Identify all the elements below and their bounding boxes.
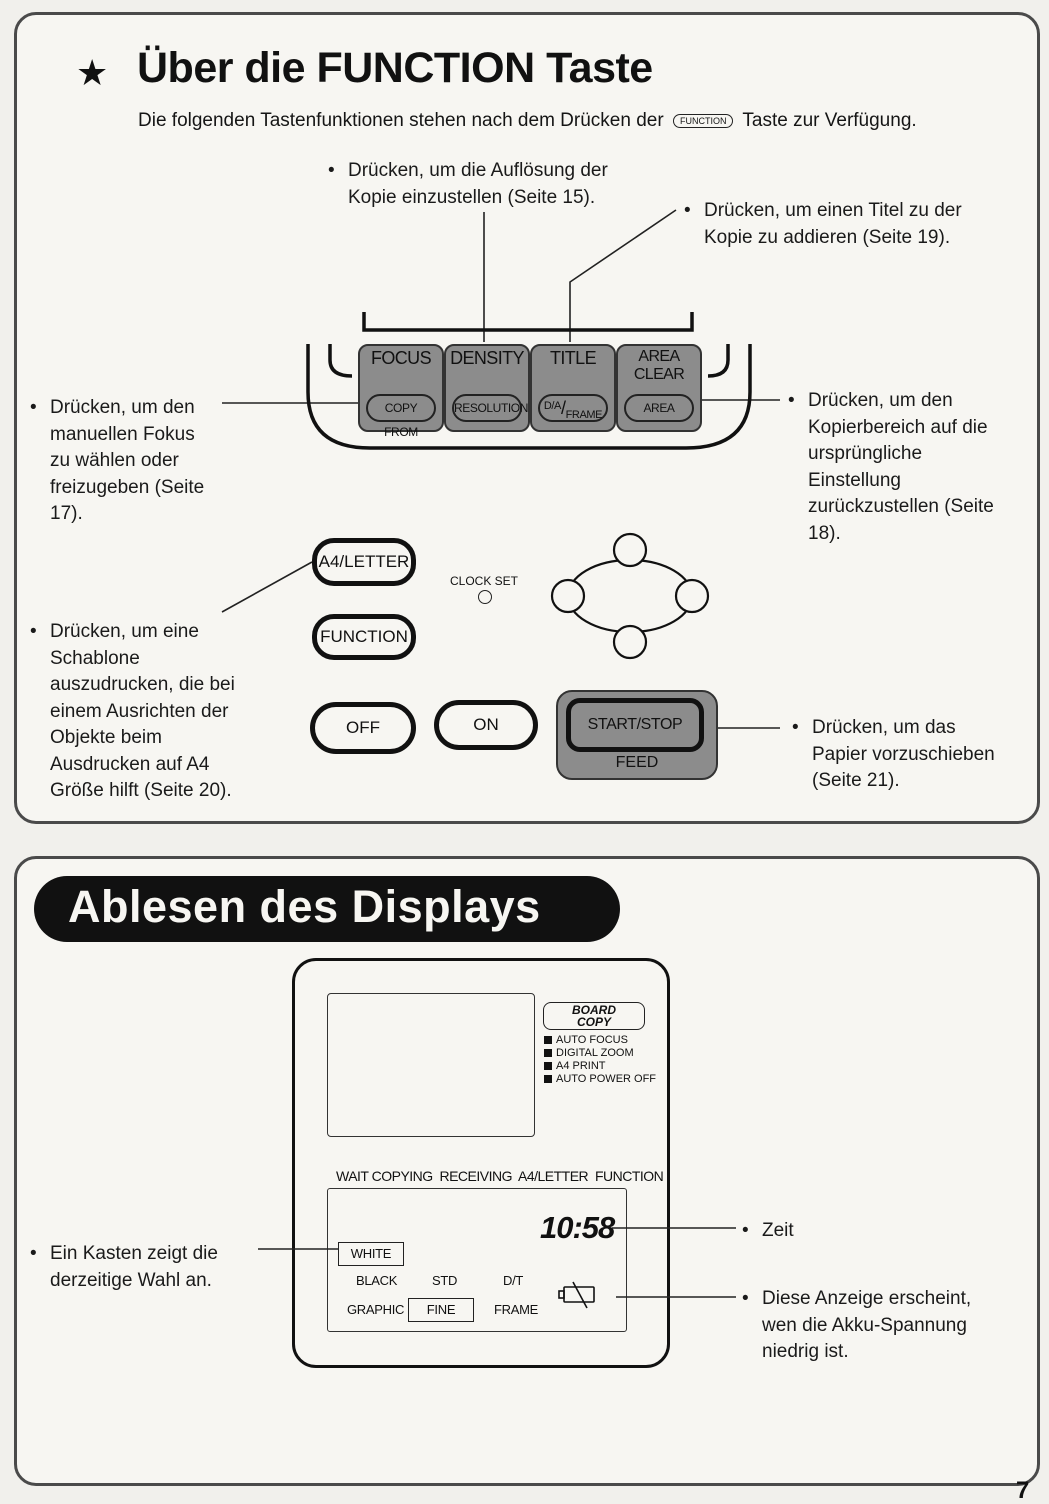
mode-black: BLACK [356, 1273, 398, 1288]
mode-std: STD [432, 1273, 458, 1288]
callout-density: Drücken, um die Auflösung der Kopie einz… [328, 158, 608, 211]
callout-box: Ein Kasten zeigt die derzeitige Wahl an. [30, 1241, 218, 1294]
density-resolution-button[interactable]: DENSITY RESOLUTION [444, 344, 530, 432]
star-icon: ★ [76, 52, 109, 93]
areaclear-area-button[interactable]: AREA CLEAR AREA [616, 344, 702, 432]
indicator-auto-power-off: AUTO POWER OFF [543, 1073, 657, 1085]
section-title-function: Über die FUNCTION Taste [137, 44, 653, 92]
off-button[interactable]: OFF [310, 702, 416, 754]
mode-white-selected: WHITE [338, 1242, 404, 1266]
time-readout: 10:58 [540, 1210, 615, 1245]
function-key-icon: FUNCTION [672, 113, 734, 128]
mode-frame: FRAME [494, 1302, 539, 1317]
callout-battery: Diese Anzeige erscheint, wen die Akku-Sp… [742, 1286, 971, 1366]
start-stop-label: START/STOP [566, 698, 704, 752]
callout-title: Drücken, um einen Titel zu der Kopie zu … [684, 198, 962, 251]
mode-fine-selected: FINE [408, 1298, 474, 1322]
callout-a4: Drücken, um eine Schablone auszudrucken,… [30, 619, 235, 805]
callout-focus: Drücken, um den manuellen Fokus zu wähle… [30, 395, 204, 528]
display-housing [292, 958, 670, 1368]
callout-time: Zeit [742, 1218, 793, 1245]
start-stop-feed-button[interactable]: START/STOP FEED [556, 690, 718, 780]
display-callout-lines [258, 1227, 736, 1298]
clock-set-label: CLOCK SET [450, 574, 519, 588]
function-intro: Die folgenden Tastenfunktionen stehen na… [138, 110, 917, 132]
focus-copyfrom-button[interactable]: FOCUS COPY FROM [358, 344, 444, 439]
feed-label: FEED [615, 754, 659, 771]
intro-after: Taste zur Verfügung. [742, 110, 917, 131]
status-labels: WAIT COPYING RECEIVING A4/LETTER FUNCTIO… [336, 1168, 664, 1184]
clock-set-indicator-icon[interactable] [478, 590, 492, 604]
lcd-area [327, 1188, 627, 1332]
section-title-display: Ablesen des Displays [34, 876, 620, 942]
indicator-digital-zoom: DIGITAL ZOOM [544, 1047, 634, 1059]
mode-dt: D/T [503, 1273, 524, 1288]
function-button[interactable]: FUNCTION [312, 614, 416, 660]
mode-graphic: GRAPHIC [347, 1302, 405, 1317]
intro-before: Die folgenden Tastenfunktionen stehen na… [138, 110, 664, 131]
callout-feed: Drücken, um das Papier vorzuschieben (Se… [792, 715, 995, 795]
board-copy-badge: BOARD COPY [543, 1002, 645, 1030]
low-battery-icon [558, 1281, 595, 1309]
cursor-pad-icon[interactable] [548, 530, 712, 662]
indicator-auto-focus: AUTO FOCUS [544, 1034, 628, 1046]
title-daframe-button[interactable]: TITLE D/A/FRAME [530, 344, 616, 432]
a4letter-button[interactable]: A4/LETTER [312, 538, 416, 586]
on-button[interactable]: ON [434, 700, 538, 750]
function-diagram-lines [221, 209, 780, 729]
page-number: 7 [1016, 1477, 1030, 1504]
viewfinder-screen [327, 993, 535, 1137]
indicator-a4-print: A4 PRINT [544, 1060, 606, 1072]
callout-area: Drücken, um den Kopierbereich auf die ur… [788, 388, 994, 547]
